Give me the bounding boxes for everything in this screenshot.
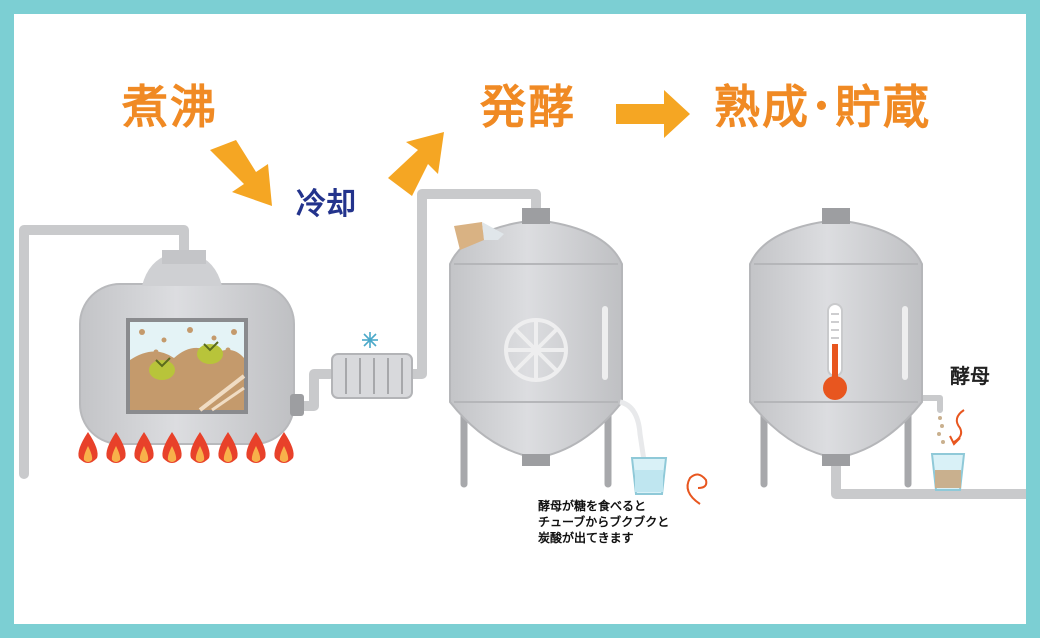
flame-core: [167, 446, 177, 462]
flame-core: [195, 446, 205, 462]
flame-core: [223, 446, 233, 462]
arrow-icon: [210, 140, 272, 206]
arrow-icon: [616, 90, 690, 138]
carbonation-note-line: 酵母が糖を食べると: [538, 499, 647, 513]
carbonation-note: 酵母が糖を食べると チューブからブクブクと 炭酸が出てきます: [538, 498, 669, 546]
wheel-icon: [504, 318, 568, 382]
flame-core: [251, 446, 261, 462]
bubble-arrow-icon: [686, 473, 708, 505]
brew-kettle: [79, 250, 304, 445]
stage-label-boil: 煮沸: [122, 80, 218, 134]
arrow-icon: [388, 132, 444, 196]
flame-core: [83, 446, 93, 462]
hop-icon: [149, 357, 175, 380]
yeast-label: 酵母: [950, 364, 990, 388]
snowflake-icon: [362, 332, 378, 348]
glass-icon: [930, 453, 966, 491]
brewing-process-illustration: [19, 90, 1026, 505]
hop-icon: [197, 341, 223, 364]
flame-core: [139, 446, 149, 462]
yeast-arrow-icon: [949, 409, 965, 446]
cooler-to-fermenter-pipe: [407, 189, 541, 379]
carbonation-note-line: 炭酸が出てきます: [538, 531, 634, 545]
fermentation-tank: [449, 208, 708, 505]
flame-core: [111, 446, 121, 462]
yeast-packet-icon: [454, 222, 504, 250]
wort-cooler: [331, 332, 413, 399]
glass-icon: [630, 457, 668, 495]
thermometer-icon: [823, 303, 847, 400]
maturation-outlet-pipe: [831, 453, 1026, 499]
maturation-tank: [749, 208, 966, 491]
flame-core: [279, 446, 289, 462]
stage-label-ferment: 発酵: [480, 80, 576, 134]
yeast-inlet-pipe: [916, 395, 943, 413]
kettle-to-cooler-pipe: [297, 369, 335, 411]
burner-flames: [78, 432, 294, 463]
yeast-drop-icon: [937, 416, 945, 444]
stage-label-cool: 冷却: [296, 187, 356, 222]
carbonation-note-line: チューブからブクブクと: [538, 515, 670, 529]
stage-label-mature: 熟成･貯蔵: [714, 80, 931, 134]
airlock-tube: [619, 399, 649, 475]
diagram-frame: 煮沸 冷却 発酵 熟成･貯蔵 酵母 酵母が糖を食べると チューブからブクブクと …: [14, 14, 1026, 624]
